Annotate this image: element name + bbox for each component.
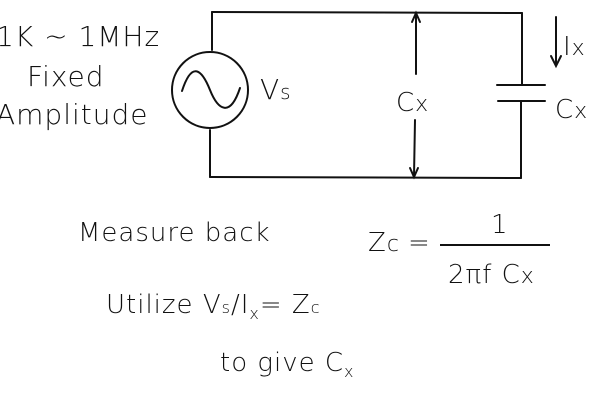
formula-numerator: 1 [491, 210, 509, 240]
wire-top [211, 11, 523, 14]
measure-back-note: Measure back [78, 218, 271, 248]
fraction-bar [440, 244, 550, 246]
ix-main: I [563, 32, 572, 62]
cap-cx-main: C [555, 95, 575, 125]
formula-lhs: Zc [368, 228, 400, 258]
current-label: Ix [563, 32, 586, 62]
utilize-vs-main: V [202, 290, 222, 320]
formula-denom-sub: x [520, 264, 535, 289]
arrow-down-line [413, 119, 416, 177]
arrow-down-head [409, 167, 419, 180]
middle-cx-label: Cx [396, 88, 429, 118]
utilize-vs-sub: s [221, 298, 231, 317]
utilize-slash: / [230, 290, 241, 320]
formula-denom-main: 2πf C [448, 260, 521, 290]
cap-cx-sub: x [574, 99, 589, 124]
to-give-cx-main: C [324, 348, 344, 378]
fixed-label: Fixed [27, 60, 105, 93]
utilize-note: Utilize Vs/Ix= Zc [106, 290, 321, 323]
to-give-text: to give [220, 348, 325, 378]
vs-sub: s [280, 80, 292, 104]
sine-wave-icon [181, 70, 241, 109]
current-arrow-head [550, 55, 562, 69]
utilize-ix-main: I [240, 290, 250, 320]
capacitor-label: Cx [555, 95, 588, 125]
ix-sub: x [571, 36, 586, 61]
vs-main: V [260, 73, 281, 106]
utilize-text: Utilize [106, 290, 203, 320]
formula-equals: = [408, 228, 431, 258]
utilize-zc-sub: c [310, 298, 321, 317]
ac-source-circle [171, 51, 249, 129]
wire-bottom [209, 176, 522, 179]
utilize-equals: = [259, 290, 292, 320]
to-give-note: to give Cx [220, 348, 354, 381]
source-voltage-label: Vs [260, 73, 292, 106]
formula-z-sub: c [386, 232, 400, 257]
to-give-cx-sub: x [344, 362, 355, 381]
formula-denominator: 2πf Cx [448, 260, 535, 290]
amplitude-label: Amplitude [0, 98, 149, 131]
utilize-zc-main: Z [291, 290, 311, 320]
utilize-ix-sub: x [249, 304, 260, 323]
cx-main: C [396, 88, 416, 118]
frequency-range-label: 1K ~ 1MHz [0, 20, 161, 53]
arrow-up-head [411, 10, 421, 23]
cx-sub: x [415, 92, 430, 117]
formula-z: Z [368, 228, 387, 258]
